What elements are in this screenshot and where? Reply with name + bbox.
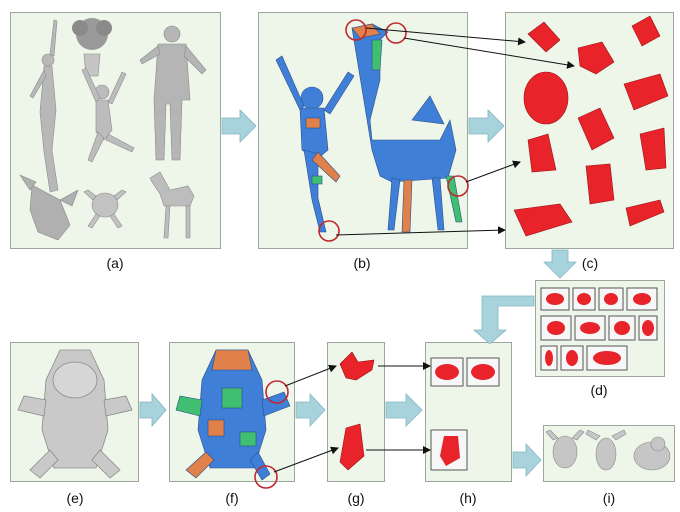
model-figure-reaching bbox=[30, 20, 58, 192]
segmented-frog bbox=[176, 350, 290, 480]
part-gallery bbox=[514, 16, 668, 236]
result-models bbox=[546, 430, 670, 470]
part-thumbnail-grid bbox=[541, 288, 657, 370]
model-figure-jumping bbox=[82, 68, 134, 162]
connector-frog-foot bbox=[274, 448, 338, 472]
model-frog-gray bbox=[18, 350, 132, 478]
connector-child-foot bbox=[336, 230, 505, 235]
frog-parts bbox=[340, 352, 374, 470]
segmented-camel bbox=[352, 24, 462, 232]
model-man bbox=[140, 26, 206, 160]
segmented-child bbox=[276, 56, 354, 232]
model-frog-small bbox=[84, 190, 126, 228]
callout-camel-ear bbox=[386, 23, 406, 43]
model-camel-small bbox=[150, 172, 194, 238]
model-plant bbox=[72, 18, 112, 76]
connector-camel-foot bbox=[466, 162, 520, 182]
matched-parts bbox=[431, 358, 499, 470]
connector-frog-hand bbox=[285, 366, 336, 386]
